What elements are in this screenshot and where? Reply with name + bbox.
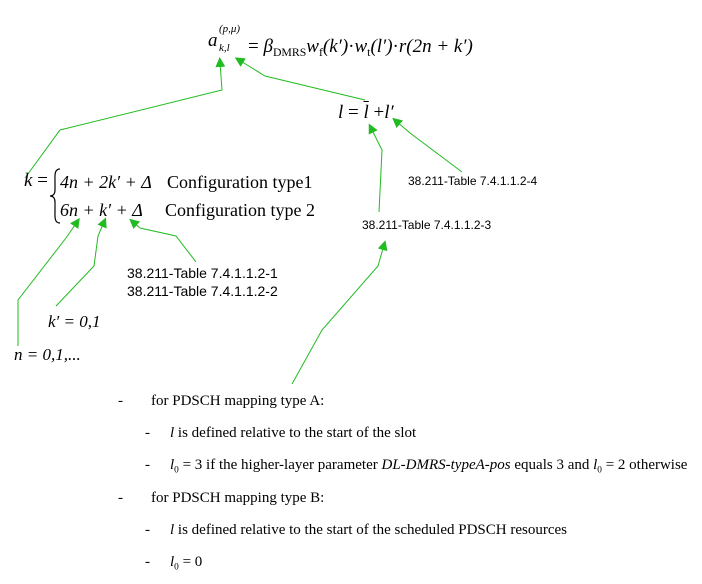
l0-subscript: 0: [597, 465, 602, 476]
bullet-b-item1: - l is defined relative to the start of t…: [145, 522, 567, 539]
lprime-symbol: l′: [384, 102, 394, 123]
bullet-dash: -: [145, 425, 150, 441]
l0-eq-text: = 3 if the higher-layer parameter: [182, 457, 378, 473]
wf-symbol: w: [306, 36, 319, 57]
bullet-a-item2: -l0 = 3 if the higher-layer parameter DL…: [145, 457, 687, 475]
beta-subscript: DMRS: [272, 46, 307, 60]
bullet-b-item1-text: is defined relative to the start of the …: [177, 522, 567, 538]
bullet-dash: -: [118, 393, 123, 409]
l0-symbol: l: [170, 457, 175, 473]
kprime-values: k′ = 0,1: [48, 312, 101, 331]
arrow-kprime-to-case2: [55, 217, 107, 307]
bullet-a-item1: - l is defined relative to the start of t…: [145, 425, 416, 442]
l0-subscript: 0: [174, 562, 179, 573]
bullet-dash: -: [145, 554, 150, 570]
l-symbol: l: [338, 102, 344, 123]
l0-tail-text: = 2 otherwise: [605, 457, 688, 473]
amplitude-symbol: a(p,μ) k,l: [208, 23, 248, 54]
l-symbol: l: [170, 425, 175, 441]
arrow-table3-to-lbar: [368, 123, 383, 213]
r-argument: (2n + k′): [406, 36, 473, 57]
l0-subscript: 0: [174, 465, 179, 476]
arrow-table4-to-lprime: [392, 117, 463, 173]
r-symbol: r: [398, 36, 407, 57]
wf-subscript: f: [318, 46, 323, 60]
bullet-b-header: - for PDSCH mapping type B:: [118, 490, 324, 507]
l0-mid-text: equals 3 and: [514, 457, 590, 473]
l-equation: l = l +l′: [338, 102, 394, 124]
ref-k-table-1: 38.211-Table 7.4.1.1.2-1: [127, 265, 278, 281]
equals-sign: =: [348, 102, 359, 123]
bullet-dash: -: [118, 490, 123, 506]
main-equation: a(p,μ)k,l= βDMRSwf(k′)·wt(l′)·r(2n + k′): [208, 23, 473, 60]
bullet-b-header-text: for PDSCH mapping type B:: [151, 490, 325, 506]
dmrs-param-name: DL-DMRS-typeA-pos: [381, 457, 511, 473]
bullet-a-header-text: for PDSCH mapping type A:: [151, 393, 325, 409]
equals-sign: =: [248, 36, 259, 57]
arrow-bullets-to-table3: [291, 240, 388, 385]
dot-operator: ·: [392, 36, 399, 57]
lhs-superscript: (p,μ): [219, 23, 241, 35]
wt-subscript: t: [367, 46, 371, 60]
l-symbol: l: [170, 522, 175, 538]
l0-symbol: l: [593, 457, 598, 473]
k-symbol: k: [24, 170, 33, 191]
bullet-dash: -: [145, 522, 150, 538]
wt-argument: (l′): [370, 36, 393, 57]
dot-operator: ·: [348, 36, 355, 57]
bullet-b-item2: - l0 = 0: [145, 554, 202, 572]
k-case-type2: 6n + k′ + Δ: [60, 200, 143, 220]
beta-symbol: β: [263, 36, 273, 57]
arrow-k-to-a: [24, 57, 226, 179]
plus-sign: +: [373, 102, 385, 123]
equals-sign: =: [37, 170, 48, 191]
arrow-n-to-case2: [17, 217, 80, 346]
n-values: n = 0,1,...: [14, 345, 81, 364]
bullet-dash: -: [145, 457, 150, 473]
wt-symbol: w: [354, 36, 368, 57]
arrow-l-to-a: [234, 57, 366, 101]
bullet-a-header: - for PDSCH mapping type A:: [118, 393, 324, 410]
k-case-type1-label: Configuration type1: [167, 172, 313, 192]
ref-lprime-table: 38.211-Table 7.4.1.1.2-4: [408, 174, 538, 188]
bullet-a-item1-text: is defined relative to the start of the …: [177, 425, 417, 441]
wf-argument: (k′): [322, 36, 349, 57]
left-brace: [49, 168, 61, 224]
l0-eq-text: = 0: [182, 554, 203, 570]
k-equation-lhs: k =: [24, 170, 48, 192]
lhs-subscript: k,l: [219, 42, 230, 54]
k-case-type1: 4n + 2k′ + Δ: [60, 172, 152, 192]
lhs-base: a: [208, 30, 218, 51]
lbar-symbol: l: [363, 102, 369, 123]
ref-lbar-table: 38.211-Table 7.4.1.1.2-3: [362, 218, 492, 232]
arrow-table12-to-delta: [129, 218, 197, 263]
l0-symbol: l: [170, 554, 175, 570]
ref-k-table-2: 38.211-Table 7.4.1.1.2-2: [127, 283, 278, 299]
k-case-type2-label: Configuration type 2: [165, 200, 315, 220]
